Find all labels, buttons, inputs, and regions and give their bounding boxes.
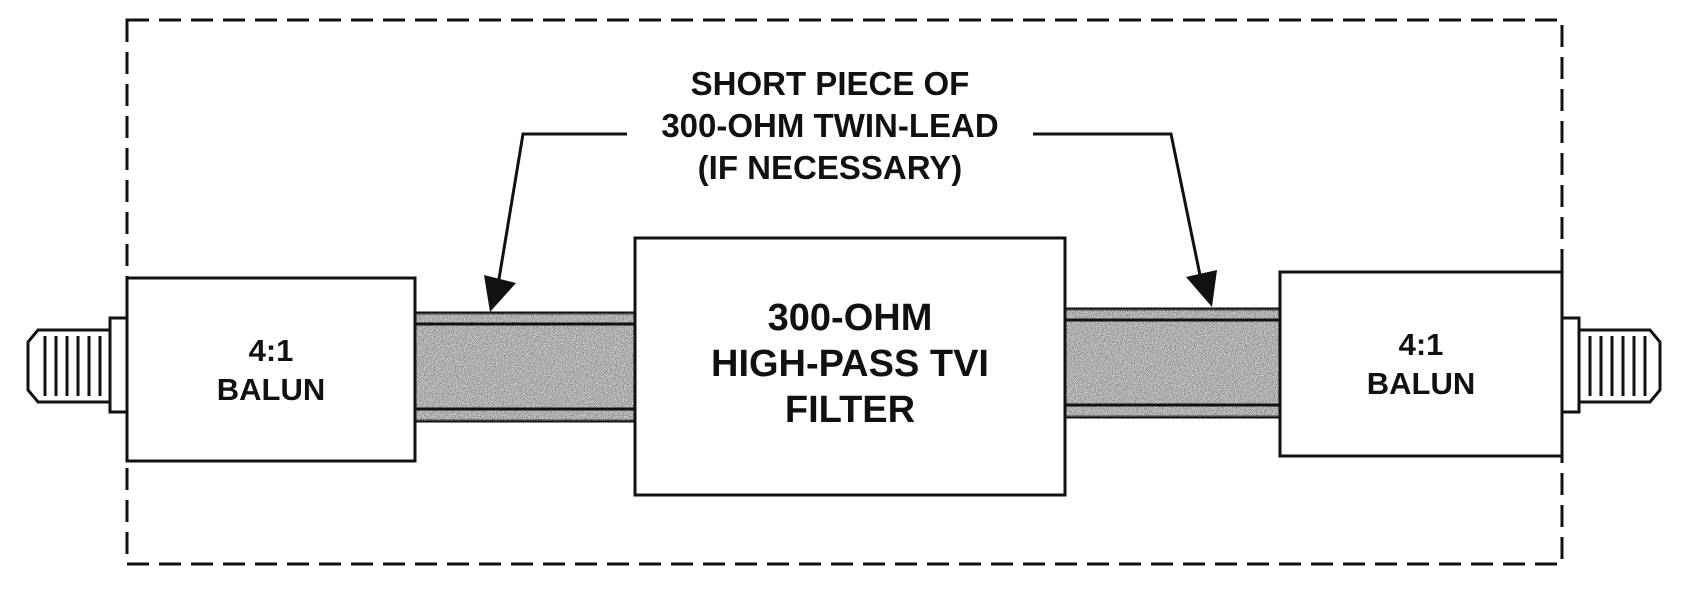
left-callout-arrow bbox=[484, 132, 627, 312]
callout-line3: (IF NECESSARY) bbox=[698, 149, 963, 186]
right-balun-label: BALUN bbox=[1367, 366, 1476, 401]
right-twin-lead bbox=[1063, 307, 1282, 419]
left-balun-label: BALUN bbox=[217, 372, 326, 407]
callout-line1: SHORT PIECE OF bbox=[691, 65, 970, 102]
right-balun-ratio: 4:1 bbox=[1399, 327, 1444, 362]
tvi-filter-box bbox=[633, 236, 1067, 497]
right-balun-box bbox=[1278, 270, 1564, 458]
filter-label-line3: FILTER bbox=[785, 389, 915, 431]
right-coax-connector bbox=[1560, 316, 1662, 414]
filter-label-line2: HIGH-PASS TVI bbox=[711, 343, 989, 385]
right-callout-arrow bbox=[1033, 132, 1217, 307]
left-balun-box bbox=[125, 276, 417, 463]
filter-label-line1: 300-OHM bbox=[768, 297, 933, 339]
left-coax-connector bbox=[26, 316, 129, 414]
left-twin-lead bbox=[413, 311, 637, 423]
left-balun-ratio: 4:1 bbox=[249, 333, 294, 368]
callout-line2: 300-OHM TWIN-LEAD bbox=[661, 107, 998, 144]
